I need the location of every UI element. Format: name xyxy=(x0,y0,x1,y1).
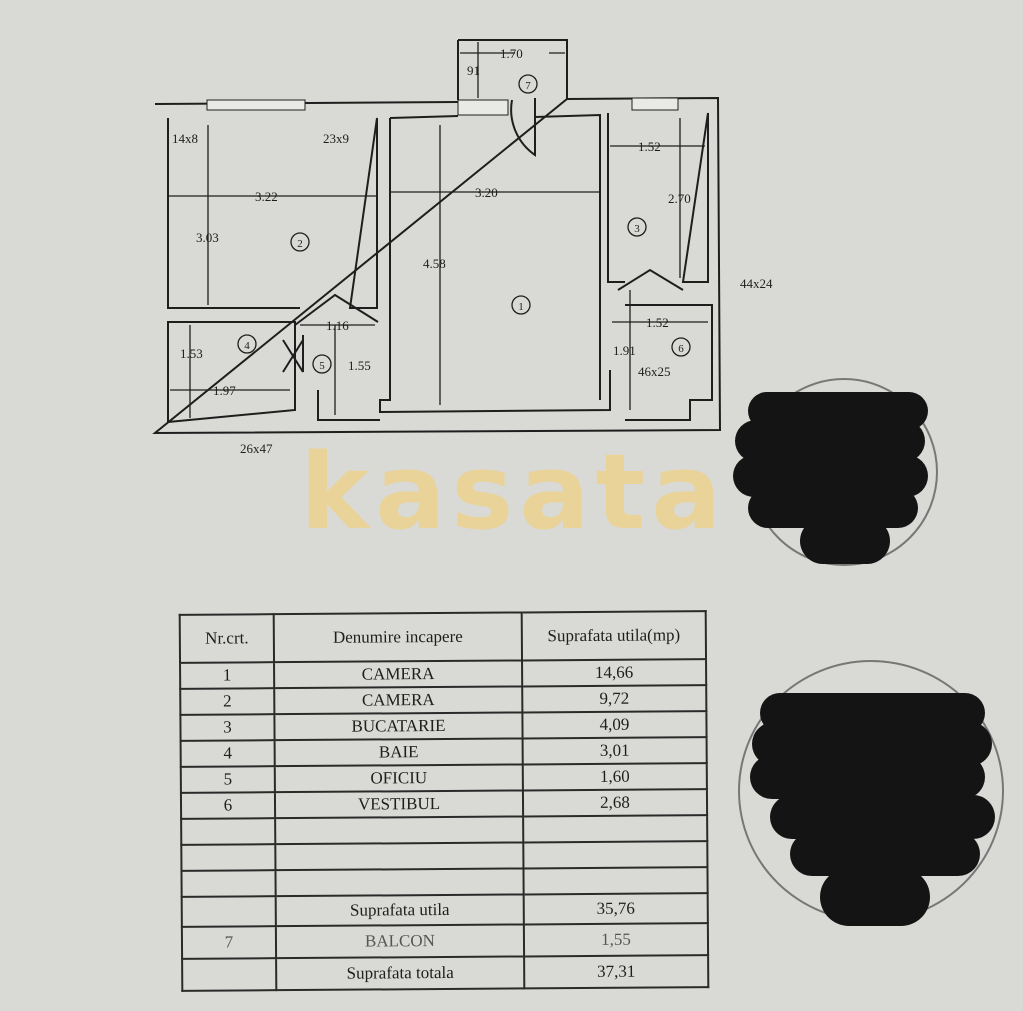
room-2-number: 2 xyxy=(297,238,303,250)
cell-name: OFICIU xyxy=(274,764,523,793)
dim-r6-depth: 1.91 xyxy=(613,343,636,358)
cell-area: 2,68 xyxy=(522,789,708,817)
total-value: 37,31 xyxy=(524,955,709,989)
table-row-balcon: 7 BALCON 1,55 xyxy=(181,923,709,959)
dim-r4-width: 1.97 xyxy=(213,383,236,398)
watermark: kasata xyxy=(300,431,728,553)
dimension-labels: 1.70 91 14x8 23x9 3.22 3.03 3.20 4.58 1.… xyxy=(172,45,773,456)
floor-plan: 1.70 91 14x8 23x9 3.22 3.03 3.20 4.58 1.… xyxy=(152,39,773,456)
room-4-number: 4 xyxy=(244,340,250,352)
util-label: Suprafata utila xyxy=(275,894,524,927)
table-header: Nr.crt. Denumire incapere Suprafata util… xyxy=(179,611,707,663)
dim-r5-depth: 1.55 xyxy=(348,358,371,373)
cell-nr: 3 xyxy=(180,714,275,741)
cell-name: BAIE xyxy=(274,738,523,767)
windows xyxy=(206,97,679,116)
table-row-empty xyxy=(181,867,708,897)
total-label: Suprafata totala xyxy=(276,956,525,991)
cell-area: 3,01 xyxy=(522,737,707,765)
dim-r2-width: 3.22 xyxy=(255,189,278,204)
cell-name: VESTIBUL xyxy=(274,790,524,819)
balcony-door xyxy=(510,98,536,157)
header-area: Suprafata utila(mp) xyxy=(521,611,707,661)
cell-nr: 1 xyxy=(180,662,275,689)
table-row-empty xyxy=(181,841,708,871)
room-6-number: 6 xyxy=(678,343,684,355)
util-value: 35,76 xyxy=(523,893,708,925)
dim-duct-bottom: 26x47 xyxy=(240,441,273,456)
cell-name: CAMERA xyxy=(274,686,523,715)
area-table: Nr.crt. Denumire incapere Suprafata util… xyxy=(179,610,710,992)
cell-name: CAMERA xyxy=(274,660,523,689)
dim-niche-right: 23x9 xyxy=(323,131,349,146)
room-7-number: 7 xyxy=(525,80,531,92)
balcon-nr: 7 xyxy=(181,926,277,959)
cell-area: 9,72 xyxy=(522,685,707,713)
room-number-labels: 1 2 3 4 5 6 7 xyxy=(244,80,684,372)
dim-balcony-depth: 91 xyxy=(467,63,480,78)
cell-name: BUCATARIE xyxy=(274,712,523,741)
dim-r4-depth: 1.53 xyxy=(180,346,203,361)
dim-r3-width: 1.52 xyxy=(638,139,661,154)
header-nr: Nr.crt. xyxy=(179,614,275,663)
cell-nr: 4 xyxy=(180,740,275,767)
balcon-value: 1,55 xyxy=(523,923,709,957)
table-row-total: Suprafata totala 37,31 xyxy=(182,955,709,991)
room-numbers xyxy=(237,74,691,374)
room-3-number: 3 xyxy=(634,223,640,235)
balcon-label: BALCON xyxy=(275,924,525,959)
room-5-number: 5 xyxy=(319,360,325,372)
room-1-number: 1 xyxy=(518,301,524,313)
cell-area: 4,09 xyxy=(522,711,707,739)
header-name: Denumire incapere xyxy=(273,612,523,663)
dim-duct-r6: 46x25 xyxy=(638,364,671,379)
dim-balcony-width: 1.70 xyxy=(500,46,523,61)
cell-nr: 2 xyxy=(180,688,275,715)
dim-r5-width: 1.16 xyxy=(326,318,349,333)
cell-nr: 5 xyxy=(180,766,275,793)
dim-r3-depth: 2.70 xyxy=(668,191,691,206)
table-row-empty xyxy=(181,815,708,845)
dim-r6-width: 1.52 xyxy=(646,315,669,330)
table-row-util: Suprafata utila 35,76 xyxy=(181,893,708,927)
dim-r1-depth: 4.58 xyxy=(423,256,446,271)
dim-duct-right: 44x24 xyxy=(740,276,773,291)
cell-area: 14,66 xyxy=(522,659,707,687)
dim-niche-left: 14x8 xyxy=(172,131,198,146)
dim-r1-width: 3.20 xyxy=(475,185,498,200)
cell-area: 1,60 xyxy=(522,763,707,791)
cell-nr: 6 xyxy=(180,792,276,819)
dim-r2-depth: 3.03 xyxy=(196,230,219,245)
